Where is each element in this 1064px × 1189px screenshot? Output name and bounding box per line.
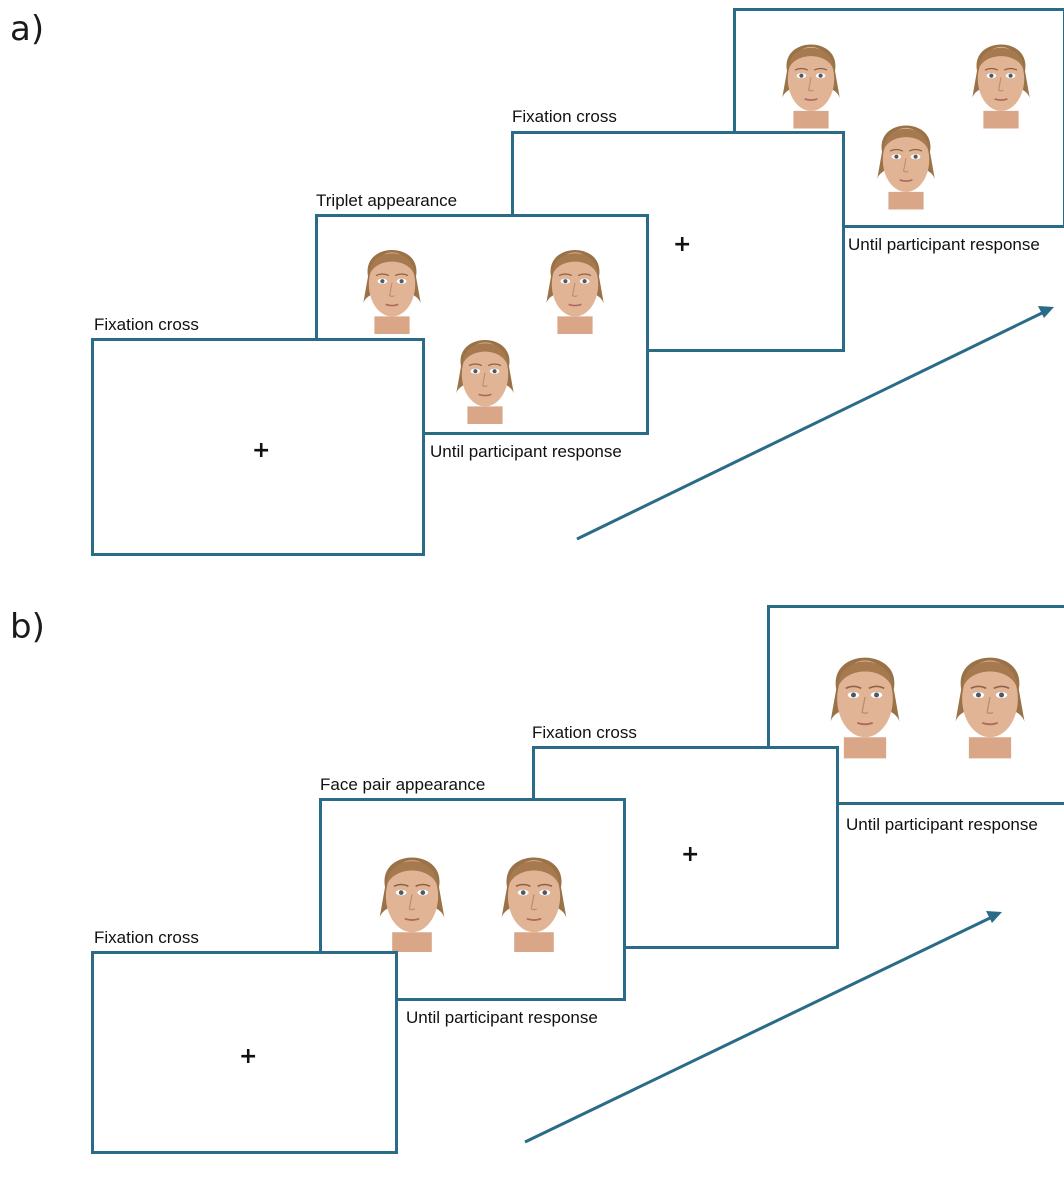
panel-a-step-4-duration: Until participant response <box>848 235 1040 254</box>
panel-a-screen-1: + <box>91 338 425 556</box>
fixation-cross: + <box>681 842 700 867</box>
fixation-cross: + <box>673 232 692 257</box>
panel-a-step-1-label: Fixation cross <box>94 315 199 334</box>
fixation-cross: + <box>252 438 271 463</box>
panel-a-step-3-label: Fixation cross <box>512 107 617 126</box>
panel-b-step-2-label: Face pair appearance <box>320 775 486 794</box>
panel-b-screen-1: + <box>91 951 398 1154</box>
panel-b-step-3-label: Fixation cross <box>532 723 637 742</box>
panel-b-step-1-label: Fixation cross <box>94 928 199 947</box>
panel-a-screen-2 <box>315 214 649 435</box>
panel-b-step-2-duration: Until participant response <box>406 1008 598 1027</box>
panel-a-letter: a) <box>10 9 45 49</box>
panel-b-letter: b) <box>10 607 45 647</box>
panel-a-step-2-label: Triplet appearance <box>316 191 458 210</box>
fixation-cross: + <box>239 1044 258 1069</box>
panel-b-step-4-duration: Until participant response <box>846 815 1038 834</box>
panel-a-step-2-duration: Until participant response <box>430 442 622 461</box>
